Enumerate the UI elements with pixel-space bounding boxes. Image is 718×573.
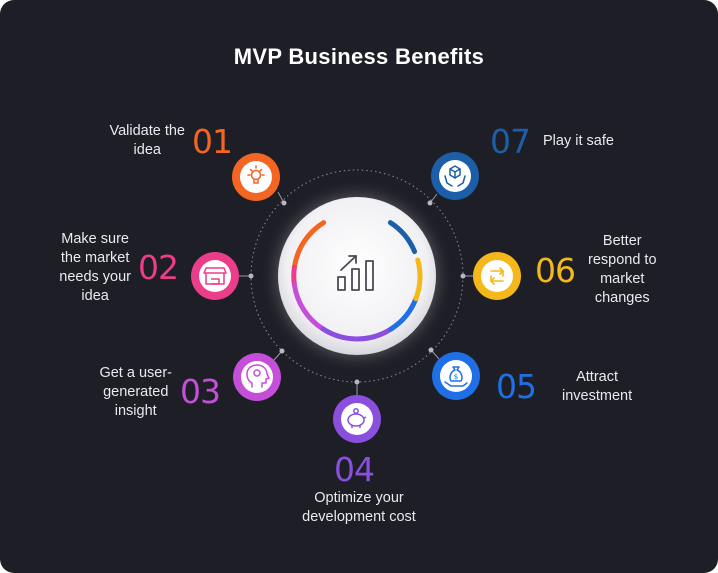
- orbit-dot-02: [248, 273, 254, 279]
- benefit-label-03: Get a user- generated insight: [99, 365, 172, 419]
- benefit-bubble-06: [473, 252, 521, 300]
- benefit-number-06: 06: [535, 251, 576, 290]
- head-lightbulb-icon: [246, 364, 270, 388]
- benefit-bubble-03: [233, 353, 281, 401]
- benefit-bubble-02: [191, 252, 239, 300]
- page-title: MVP Business Benefits: [233, 44, 485, 69]
- benefit-label-05: Attract investment: [562, 369, 633, 404]
- benefit-number-02: 02: [138, 248, 179, 287]
- piggy-bank-icon: [347, 408, 367, 428]
- orbit-dot-07: [427, 200, 433, 206]
- growth-chart-icon: [337, 255, 374, 291]
- center-ring: [291, 220, 423, 342]
- benefit-label-02: Make sure the market needs your idea: [59, 231, 131, 304]
- lightbulb-icon: [247, 165, 265, 184]
- benefit-bubble-05: $: [432, 352, 480, 400]
- ring-segment-04: [320, 326, 394, 342]
- benefit-label-04: Optimize your development cost: [302, 490, 416, 525]
- orbit-dot-04: [354, 379, 360, 385]
- ring-segment-03: [291, 282, 326, 332]
- orbit-dot-01: [281, 200, 287, 206]
- benefit-number-04: 04: [334, 450, 375, 489]
- arrows-exchange-icon: [490, 267, 504, 285]
- benefit-number-05: 05: [496, 367, 537, 406]
- orbit-dots: [248, 200, 466, 385]
- benefit-number-07: 07: [490, 122, 531, 161]
- benefit-label-07: Play it safe: [543, 133, 614, 149]
- benefit-number-01: 01: [192, 122, 233, 161]
- orbit-dot-06: [460, 273, 466, 279]
- orbit-dot-05: [428, 347, 434, 353]
- svg-text:$: $: [454, 373, 458, 381]
- ring-segment-01: [291, 220, 327, 270]
- benefit-bubble-04: [333, 395, 381, 443]
- benefit-bubble-07: [431, 152, 479, 200]
- hands-box-icon: [444, 165, 466, 187]
- center-disc: [278, 197, 436, 355]
- money-bag-hand-icon: $: [444, 366, 468, 387]
- orbit-dot-03: [279, 348, 285, 354]
- benefit-number-03: 03: [180, 372, 221, 411]
- ring-segment-06: [413, 257, 423, 302]
- benefit-label-06: Better respond to market changes: [588, 233, 657, 306]
- ring-segment-02: [291, 264, 297, 288]
- ring-segment-05: [388, 296, 419, 332]
- benefit-bubble-01: [232, 153, 280, 201]
- storefront-icon: [203, 267, 227, 285]
- benefit-label-01: Validate the idea: [109, 123, 185, 158]
- ring-segment-07: [387, 220, 418, 255]
